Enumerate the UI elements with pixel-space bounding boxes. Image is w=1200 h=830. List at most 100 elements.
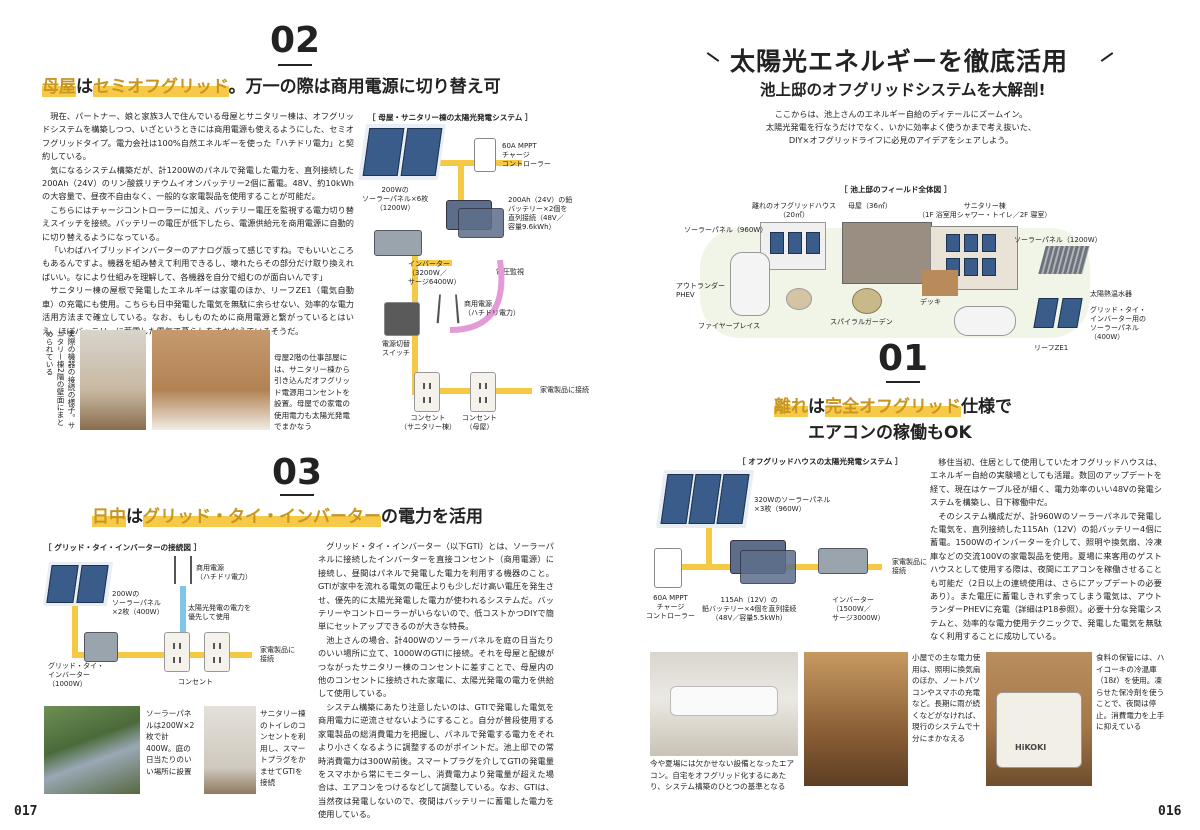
title-part: 。万一の際は商用電源に切り替え可 (228, 77, 501, 97)
photo-caption: 今や夏場には欠かせない設備となったエアコン。自宅をオフグリッド化するにあたり、シ… (650, 759, 795, 791)
map-label: 離れのオフグリッドハウス （20㎡） (752, 202, 836, 219)
photo-caption: 母屋2階の仕事部屋には、サニタリー棟から引き込んだオフグリッド電源用コンセントを… (274, 353, 350, 431)
charge-controller-icon (474, 138, 496, 172)
panel-cell (946, 234, 960, 252)
page-number-right: 016 (1158, 804, 1182, 819)
section-01-title-line1: 離れは完全オフグリッド仕様で (774, 392, 1012, 417)
wire (180, 586, 186, 656)
gti-label: グリッド・タイ・ インバーター （1000W） (48, 662, 104, 688)
section-number-underline (280, 494, 314, 496)
cooler-box: HiKOKI (996, 692, 1082, 768)
map-label: ソーラーパネル（960W） (684, 226, 768, 234)
battery-label: 115Ah（12V）の 鉛バッテリー×4個を直列接続 （48V／容量5.5kWh… (702, 596, 797, 622)
outlet-icon (164, 632, 190, 672)
priority-label: 太陽光発電の電力を 優先して使用 (188, 604, 251, 621)
map-label: デッキ (920, 298, 941, 306)
solar-panel-icon (42, 562, 114, 606)
solar-panel-icon (358, 124, 446, 180)
title-highlight: グリッド・タイ・インバーター (143, 507, 381, 527)
section-number-03: 03 (271, 452, 323, 493)
hero-subtitle: 池上邸のオフグリッドシステムを大解剖! (760, 81, 1046, 99)
inverter-icon (818, 548, 868, 574)
garden-panel-photo (44, 706, 140, 794)
panel-cell (982, 234, 996, 252)
photo-caption: ソーラーパネルは200W×2枚で計400W。庭の日当たりのいい場所に設置 (146, 709, 195, 776)
outlet-label: コンセント （母屋） (462, 414, 497, 431)
wire (222, 652, 252, 658)
map-title: ［ 池上邸のフィールド全体図 ］ (840, 185, 952, 194)
panel-cell (788, 232, 802, 254)
switch-icon (384, 302, 420, 336)
mppt-label: 60A MPPT チャージ コントローラー (502, 142, 551, 168)
section-number-underline (886, 381, 920, 383)
panel-label: 200Wの ソーラーパネル ×2枚（400W） (112, 590, 164, 616)
section-number-underline (278, 64, 312, 66)
omoya-house (842, 222, 932, 284)
lead-line: ここからは、池上さんのエネルギー自給のディテールにズームイン。 (774, 109, 1028, 119)
outlet-icon (204, 632, 230, 672)
appliance-label: 家電製品に 接続 (892, 558, 927, 575)
workroom-photo (152, 330, 270, 430)
panel-cell (46, 565, 79, 603)
title-highlight: 日中 (92, 507, 126, 527)
solar-panel-icon (655, 470, 755, 528)
title-part: は (126, 507, 143, 527)
equipment-photo (80, 330, 146, 430)
hero-title: 太陽光エネルギーを徹底活用 (730, 47, 1069, 76)
inverter-label: インバーター （1500W／ サージ3000W） (832, 596, 885, 622)
hero-decoration-left (706, 52, 720, 62)
map-label: グリッド・タイ・ インバーター用の ソーラーパネル （400W） (1090, 306, 1146, 341)
section-01-body: 移住当初、住居として使用していたオフグリッドハウスは、エネルギー自給の実験場とし… (930, 456, 1162, 644)
outlet-label: コンセント (178, 678, 213, 686)
wire (72, 594, 78, 658)
grid-label: 商用電源 （ハチドリ電力） (196, 564, 252, 581)
map-label: ファイヤープレイス (698, 322, 761, 330)
cooler-photo: HiKOKI (986, 652, 1092, 786)
panel-cell (982, 258, 996, 276)
panel-cell (400, 128, 443, 176)
wire (706, 520, 712, 570)
wire (72, 652, 222, 658)
title-part: は (808, 397, 825, 417)
panel-label: 320Wのソーラーパネル ×3枚（960W） (754, 496, 831, 513)
transmission-tower-icon (436, 294, 460, 324)
map-label: スパイラルガーデン (830, 318, 893, 326)
page-number-left: 017 (14, 804, 38, 819)
fireplace (786, 288, 812, 310)
appliance-label: 家電製品に接続 (540, 386, 589, 394)
title-highlight: 離れ (774, 397, 808, 417)
photo-caption: 食料の保管には、ハイコーキの冷温庫（18ℓ）を使用。凍らせた保冷剤を使うことで、… (1096, 653, 1165, 731)
photo-caption-vertical: 実際の機器の接続の様子。サニタリー棟2階の壁面にまとめられている (45, 330, 76, 429)
section-number-02: 02 (269, 20, 321, 61)
paragraph: 気になるシステム構築だが、計1200Wのパネルで発電した電力を、直列接続した20… (42, 164, 354, 202)
transmission-tower-icon (174, 556, 192, 584)
panel-cell (76, 565, 109, 603)
charge-controller-icon (654, 548, 682, 588)
map-label: ソーラーパネル（1200W） (1014, 236, 1102, 244)
voltage-monitor-label: 電圧監視 (496, 268, 524, 276)
paragraph: 池上さんの場合、計400Wのソーラーパネルを庭の日当たりのいい場所に立て、100… (318, 634, 554, 699)
panel-cell (964, 258, 978, 276)
panel-cell (770, 232, 784, 254)
section-03-body: グリッド・タイ・インバーター（以下GTI）とは、ソーラーパネルに接続したインバー… (318, 540, 554, 822)
diagram-title: ［ 母屋・サニタリー棟の太陽光発電システム ］ (368, 113, 533, 122)
section-02-title: 母屋はセミオフグリッド。万一の際は商用電源に切り替え可 (42, 72, 501, 97)
map-label: リーフZE1 (1034, 344, 1069, 352)
grid-label: 商用電源 （ハチドリ電力） (464, 300, 520, 317)
outlet-label: コンセント （サニタリー棟） (400, 414, 456, 431)
map-label: 母屋（36㎡） (848, 202, 892, 210)
aircon-unit (670, 686, 778, 716)
hero-lead: ここからは、池上さんのエネルギー自給のディテールにズームイン。 太陽光発電を行な… (716, 108, 1086, 147)
paragraph: グリッド・タイ・インバーター（以下GTI）とは、ソーラーパネルに接続したインバー… (318, 541, 554, 632)
switch-label: 電源切替 スイッチ (382, 340, 410, 357)
gti-icon (84, 632, 118, 662)
appliance-label: 家電製品に 接続 (260, 646, 295, 663)
battery-label: 200Ah（24V）の鉛 バッテリー×2個を 直列接続（48V／ 容量9.6kW… (508, 196, 573, 231)
panel-cell (362, 128, 405, 176)
panel-cell (806, 232, 820, 254)
hut-interior-photo (804, 652, 908, 786)
diagram-title: ［ オフグリッドハウスの太陽光発電システム ］ (738, 457, 903, 466)
diagram-title: ［ グリッド・タイ・インバーターの接続図 ］ (44, 543, 202, 552)
title-part: は (76, 77, 93, 97)
cooler-brand-logo: HiKOKI (1015, 743, 1047, 752)
